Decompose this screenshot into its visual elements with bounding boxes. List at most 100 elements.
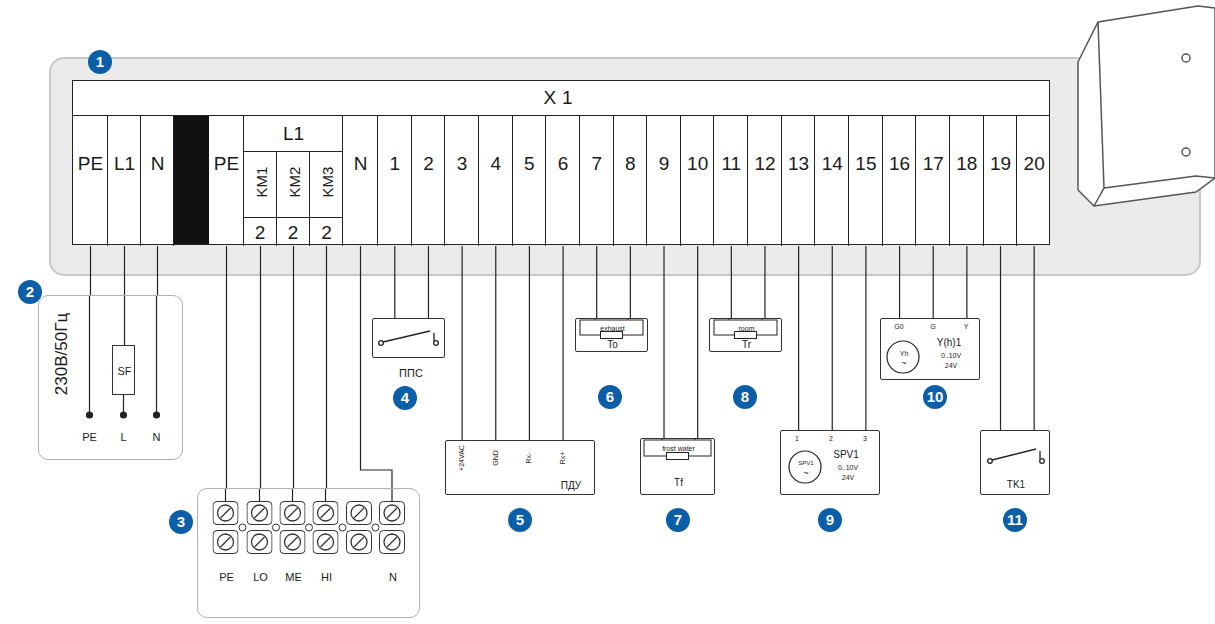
terminal-strip: X1PEL1NPEL1KM12KM22KM32N1234567891011121… [72, 80, 1050, 245]
node-text: 11 [721, 154, 741, 173]
node-text: 5 [524, 154, 535, 173]
node-text: ME [285, 572, 302, 583]
callout-number: 5 [508, 508, 532, 532]
node-text: KM3 [319, 167, 334, 198]
terminal: 16 [883, 116, 917, 246]
node-text: 2 [423, 154, 434, 173]
wire [832, 246, 833, 430]
terminal: 14 [815, 116, 849, 246]
wire [326, 246, 327, 488]
node-text: 6 [558, 154, 569, 173]
callout-number: 10 [923, 385, 947, 409]
node-text: SPV1 [833, 450, 859, 460]
thermal-contact: TK1 [980, 430, 1050, 495]
node-text: X1 [73, 81, 1049, 116]
node-text: 10 [687, 154, 708, 173]
node-text: 24V [945, 362, 957, 369]
node-text: Y(h)1 [937, 338, 961, 348]
wire [1034, 246, 1035, 430]
callout-number: 1 [88, 50, 112, 74]
node-text: PE [78, 154, 103, 173]
node-text: 17 [923, 154, 944, 173]
node-text: 14 [822, 154, 843, 173]
node-text: ПДУ [561, 481, 581, 491]
pin-label: L [120, 432, 126, 443]
wire [394, 246, 395, 318]
actuator-symbol [789, 341, 919, 483]
wire [933, 246, 934, 318]
node-text: 19 [990, 154, 1011, 173]
terminal: 19 [984, 116, 1018, 246]
node-text: N [354, 154, 368, 173]
callout-number: 8 [733, 385, 757, 409]
terminal-group: L1KM12KM22KM32 [244, 116, 343, 246]
temp-sensor: roomTr [709, 318, 782, 352]
terminal: 11 [715, 116, 749, 246]
callout-number: 9 [818, 508, 842, 532]
node-text: SPV1 [798, 460, 813, 466]
wire [90, 246, 91, 295]
wire [293, 246, 294, 488]
node-text: N [151, 154, 165, 173]
motor-terminal-block: PELOMEHIN [197, 488, 420, 618]
wire [157, 246, 158, 295]
node-text: 2 [829, 435, 833, 442]
node-text: ~ [803, 469, 808, 478]
pressure-switch: ППС [372, 318, 445, 358]
terminal: 5 [513, 116, 547, 246]
wire [764, 246, 765, 318]
terminal: 6 [546, 116, 580, 246]
wire [899, 246, 900, 318]
terminal: 2 [412, 116, 446, 246]
callout-number: 4 [393, 386, 417, 410]
pin-label: N [153, 432, 161, 443]
controller-housing [1078, 6, 1215, 206]
wire [462, 246, 463, 440]
wire [529, 246, 530, 440]
power-supply: 230В/50Гц SF [38, 295, 183, 460]
terminal: PE [209, 116, 244, 246]
node-text: 8 [625, 154, 636, 173]
temp-sensor: frost waterTf [640, 438, 715, 495]
wire [361, 246, 393, 488]
wire [562, 246, 563, 440]
node-text: 1 [795, 435, 799, 442]
terminal: 3 [445, 116, 479, 246]
callout-number: 2 [18, 280, 42, 304]
node-text: 1 [390, 154, 401, 173]
node-text: L1 [114, 154, 135, 173]
terminal-screws [213, 488, 405, 554]
wire [798, 246, 799, 430]
terminal: 20 [1017, 116, 1051, 246]
node-text: 4 [490, 154, 501, 173]
wire [865, 246, 866, 430]
node-text: 20 [1024, 154, 1045, 173]
terminal: L1 [108, 116, 141, 246]
terminal: 13 [782, 116, 816, 246]
callout-number: 6 [598, 385, 622, 409]
fuse: SF [112, 345, 135, 395]
node-text: 18 [956, 154, 977, 173]
controller-panel [50, 58, 1200, 275]
node-text: Rx+ [559, 452, 566, 465]
node-text: 0..10V [838, 464, 858, 471]
node-text: G [930, 323, 935, 330]
wire [966, 246, 967, 318]
node-text: 7 [591, 154, 602, 173]
node-text: 230В/50Гц [53, 313, 70, 395]
node-text: 16 [889, 154, 910, 173]
node-text: Tf [674, 478, 683, 488]
node-text: 24V [842, 474, 854, 481]
terminal: 8 [614, 116, 648, 246]
wire [731, 246, 732, 318]
node-text: 3 [457, 154, 468, 173]
terminal: PE [73, 116, 108, 246]
node-text: G0 [894, 323, 903, 330]
wire [495, 246, 496, 440]
node-text: Tr [742, 340, 751, 350]
node-text: 2 [244, 217, 276, 247]
wire [260, 246, 261, 488]
terminal: KM12 [244, 151, 277, 246]
node-text: 2 [310, 217, 343, 247]
node-text: 0..10V [941, 352, 961, 359]
